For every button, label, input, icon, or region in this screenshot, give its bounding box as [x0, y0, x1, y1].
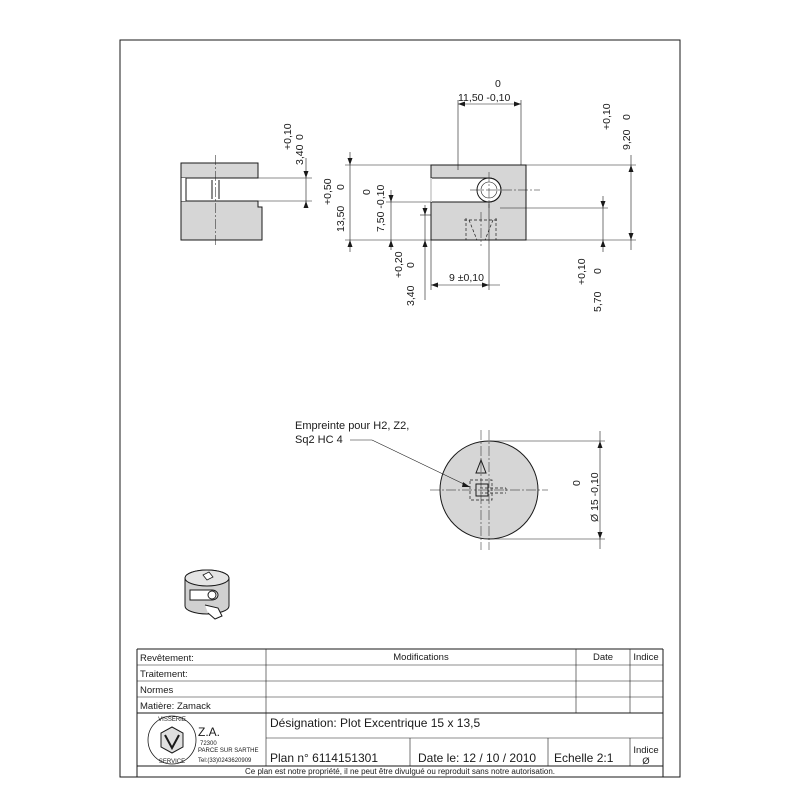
header-date: Date — [593, 652, 613, 663]
label-traitement: Traitement: — [140, 669, 188, 680]
dim-hole-pos: 9 ±0,10 — [449, 272, 484, 284]
plan-number: Plan n° 6114151301 — [270, 751, 378, 765]
dim-top-slot-tol-upper: +0,10 — [282, 123, 294, 150]
dim-low-tol-lower: 0 — [405, 262, 417, 268]
dim-width-label: 11,50 -0,10 — [458, 92, 511, 104]
scale: Echelle 2:1 — [554, 751, 614, 765]
dim-right-top-value: 9,20 — [621, 129, 633, 150]
dim-right-low-tol-lower: 0 — [592, 268, 604, 274]
dim-diam-value: Ø 15 -0,10 — [589, 472, 601, 522]
isometric-view — [184, 569, 230, 620]
ownership-footer: Ce plan est notre propriété, il ne peut … — [245, 767, 555, 776]
company-logo: VISSERIE SERVICE — [147, 715, 197, 765]
dim-right-low-tol-upper: +0,10 — [576, 258, 588, 285]
indice-label: Indice — [633, 745, 658, 756]
company-phone: Tel:(33)0243620909 — [198, 758, 252, 764]
dim-diam-tol-upper: 0 — [571, 480, 583, 486]
dim-width-tol-upper: 0 — [495, 78, 501, 90]
company-postcode: 72300 — [200, 741, 217, 747]
dim-mid-value: 7,50 -0,10 — [375, 185, 387, 232]
dim-height-value: 13,50 — [335, 206, 347, 232]
dim-low-tol-upper: +0,20 — [393, 251, 405, 278]
logo-text-bottom: SERVICE — [159, 759, 185, 765]
header-modifications: Modifications — [393, 652, 449, 663]
header-indice: Indice — [633, 652, 658, 663]
dim-mid-tol-upper: 0 — [361, 189, 373, 195]
annotation-line-1: Empreinte pour H2, Z2, — [295, 420, 409, 432]
label-revetement: Revêtement: — [140, 653, 194, 664]
dim-top-slot-tol-lower: 0 — [294, 134, 306, 140]
dim-height-tol-upper: +0,50 — [322, 178, 334, 205]
date-issued: Date le: 12 / 10 / 2010 — [418, 751, 536, 765]
sheet-frame — [119, 39, 681, 778]
label-normes: Normes — [140, 685, 174, 696]
dim-top-slot-value: 3,40 — [294, 144, 306, 165]
indice-value: Ø — [642, 756, 650, 767]
title-block — [136, 648, 664, 777]
annotation-line-2: Sq2 HC 4 — [295, 434, 343, 446]
logo-text-top: VISSERIE — [158, 717, 186, 723]
dim-right-low-value: 5,70 — [592, 291, 604, 312]
dim-right-top-tol-upper: +0,10 — [601, 103, 613, 130]
top-view — [430, 430, 548, 550]
designation: Désignation: Plot Excentrique 15 x 13,5 — [270, 716, 480, 730]
dim-right-top-tol-lower: 0 — [621, 114, 633, 120]
side-view — [180, 155, 312, 246]
label-matiere: Matière: Zamack — [140, 701, 211, 712]
company-name: Z.A. — [198, 725, 220, 739]
company-city: PARCE SUR SARTHE — [198, 748, 258, 754]
dim-low-value: 3,40 — [405, 285, 417, 306]
front-view — [430, 164, 540, 246]
dim-height-tol-lower: 0 — [335, 184, 347, 190]
